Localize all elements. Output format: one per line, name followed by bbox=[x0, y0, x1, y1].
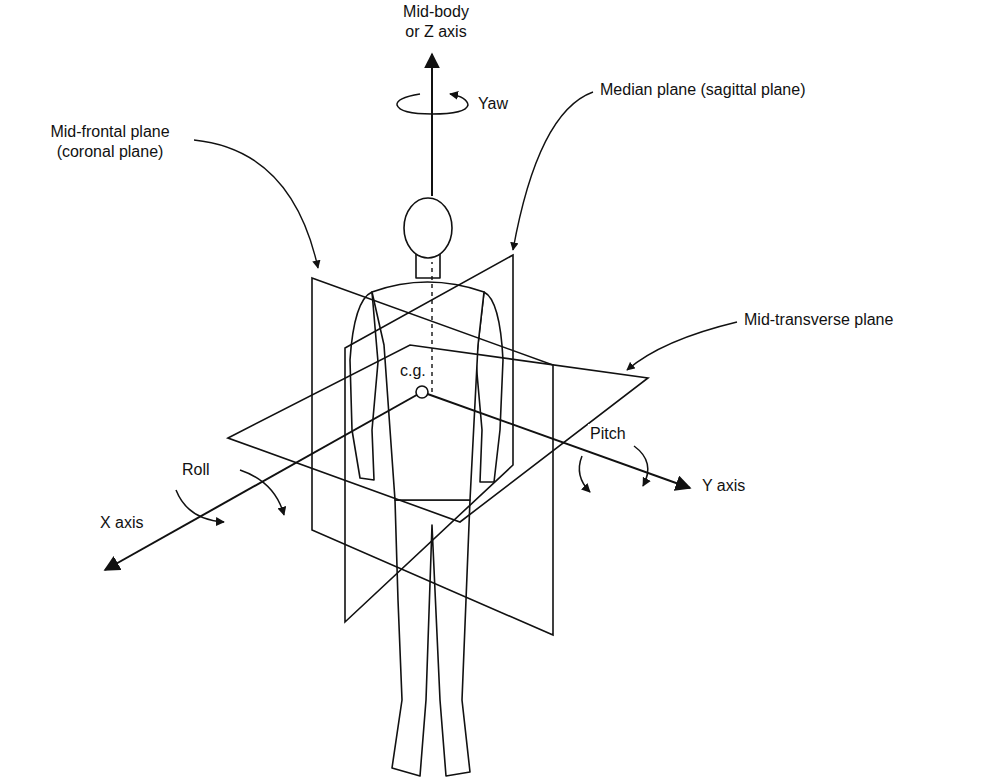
axis-label: Mid-body or Z axis bbox=[394, 2, 478, 42]
z-axis bbox=[431, 54, 433, 196]
y-axis bbox=[422, 392, 690, 488]
body-planes bbox=[228, 255, 648, 635]
roll-arrow bbox=[240, 470, 284, 515]
figure-right-arm bbox=[350, 292, 378, 480]
pitch-arrow bbox=[634, 446, 648, 486]
leader-line bbox=[194, 140, 318, 268]
leader-line bbox=[627, 322, 737, 370]
rotation-label: Yaw bbox=[476, 94, 510, 114]
axis-label: X axis bbox=[98, 513, 146, 533]
axis-label: Y axis bbox=[700, 476, 747, 496]
leader-lines bbox=[194, 92, 737, 370]
figure-torso bbox=[372, 282, 484, 500]
plane-label: Mid-frontal plane (coronal plane) bbox=[26, 122, 194, 162]
center-label: c.g. bbox=[398, 361, 428, 381]
figure-head bbox=[404, 198, 452, 258]
coronal-plane bbox=[312, 278, 553, 635]
plane-label: Mid-transverse plane bbox=[742, 310, 895, 330]
rotation-label: Roll bbox=[180, 460, 212, 480]
median-plane bbox=[345, 255, 513, 622]
x-axis bbox=[105, 392, 422, 570]
yaw-arrow bbox=[397, 94, 468, 114]
transverse-plane bbox=[228, 345, 648, 522]
center-of-gravity-dot bbox=[416, 386, 428, 398]
human-figure bbox=[350, 198, 503, 776]
rotation-arrows bbox=[176, 94, 648, 522]
z-axis-inner bbox=[431, 262, 432, 392]
roll-arrow bbox=[176, 490, 224, 522]
rotation-label: Pitch bbox=[588, 424, 628, 444]
plane-label: Median plane (sagittal plane) bbox=[598, 80, 807, 100]
pitch-arrow bbox=[579, 456, 590, 492]
leader-line bbox=[513, 92, 593, 250]
